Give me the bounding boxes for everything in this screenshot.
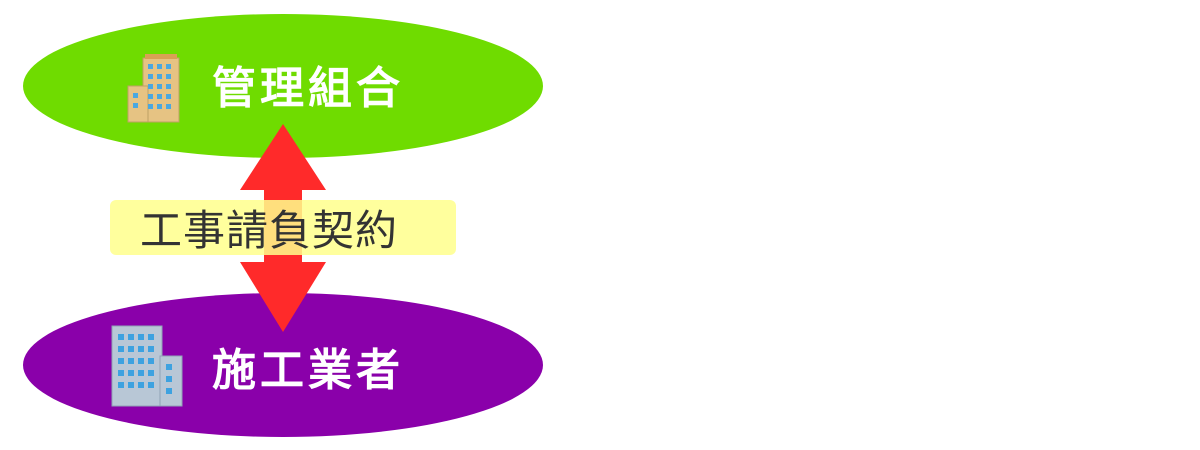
building-icon xyxy=(127,54,180,123)
relation-label-box: 工事請負契約 xyxy=(110,200,456,255)
node-contractor-label: 施工業者 xyxy=(212,345,404,396)
node-management-association: 管理組合 xyxy=(23,14,543,158)
relation-label: 工事請負契約 xyxy=(140,206,398,255)
office-building-icon xyxy=(111,325,183,407)
relation-label-bg xyxy=(110,200,456,255)
node-management-association-label: 管理組合 xyxy=(212,63,404,114)
node-contractor: 施工業者 xyxy=(23,293,543,437)
